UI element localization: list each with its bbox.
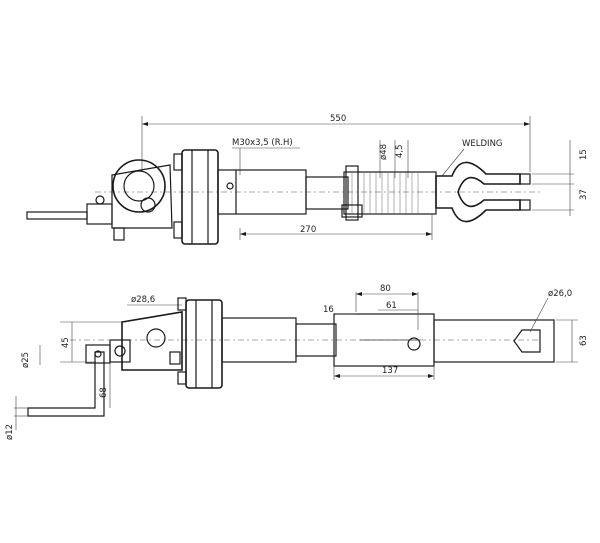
clamp-plate [109,339,131,363]
housing-hole [146,328,166,348]
side-housing [121,311,183,371]
welding-leader [441,148,465,177]
gear-flange [181,149,219,245]
welding-note: WELDING [462,139,503,149]
dim-label-80: 80 [380,284,391,294]
input-shaft [26,211,88,220]
thread-note: M30x3,5 (R.H) [232,138,293,148]
rotor-housing [112,159,166,213]
fork-tip-top [519,173,531,185]
dim-label-4-5: 4,5 [395,144,405,158]
housing-frame [111,164,173,229]
nut [113,227,125,241]
dim-label-37: 37 [579,189,589,200]
top-view: 550 M30x3,5 (R.H) ø48 4,5 WELDING [26,114,589,245]
dim-label-dia12: ø12 [5,424,15,440]
clamp [341,204,363,218]
bolt [177,297,187,311]
side-view: ø28,6 45 ø25 68 ø12 [5,284,589,440]
fork-end [435,161,521,223]
nut [169,351,181,365]
threaded-section [305,176,349,210]
dim-label-dia25: ø25 [21,352,31,368]
dim-label-45: 45 [61,337,71,348]
flange-bolt [173,221,183,239]
dim-label-550: 550 [330,114,346,124]
dim-label-61: 61 [386,301,397,311]
rotor-pin [140,197,156,213]
dim-label-63: 63 [579,335,589,346]
crank-handle [27,351,105,417]
locknut [345,165,359,221]
rotor-inner [123,170,155,202]
sleeve-hole [407,337,421,351]
dim-label-68: 68 [99,387,109,398]
fork-tip-bottom [519,199,531,211]
side-thread [295,323,337,357]
flange-bolt [173,153,183,171]
bolt-head [95,195,105,205]
dim-label-dia48: ø48 [379,144,389,160]
dim-label-dia26: ø26,0 [548,289,572,299]
side-flange [185,299,223,389]
handle-block [85,344,111,364]
output-arm [433,319,555,363]
bolt-head [114,345,126,357]
dim-label-137: 137 [382,366,398,376]
bolt [177,371,187,385]
bolt-head [94,350,102,358]
bolt-head [226,182,234,190]
dim-label-270: 270 [300,225,316,235]
shaft-block [86,203,113,225]
dim-label-16: 16 [323,305,334,315]
dim-label-dia28-6: ø28,6 [131,295,155,305]
arm-hole [513,329,541,353]
leader [529,297,549,333]
dim-label-15: 15 [579,149,589,160]
